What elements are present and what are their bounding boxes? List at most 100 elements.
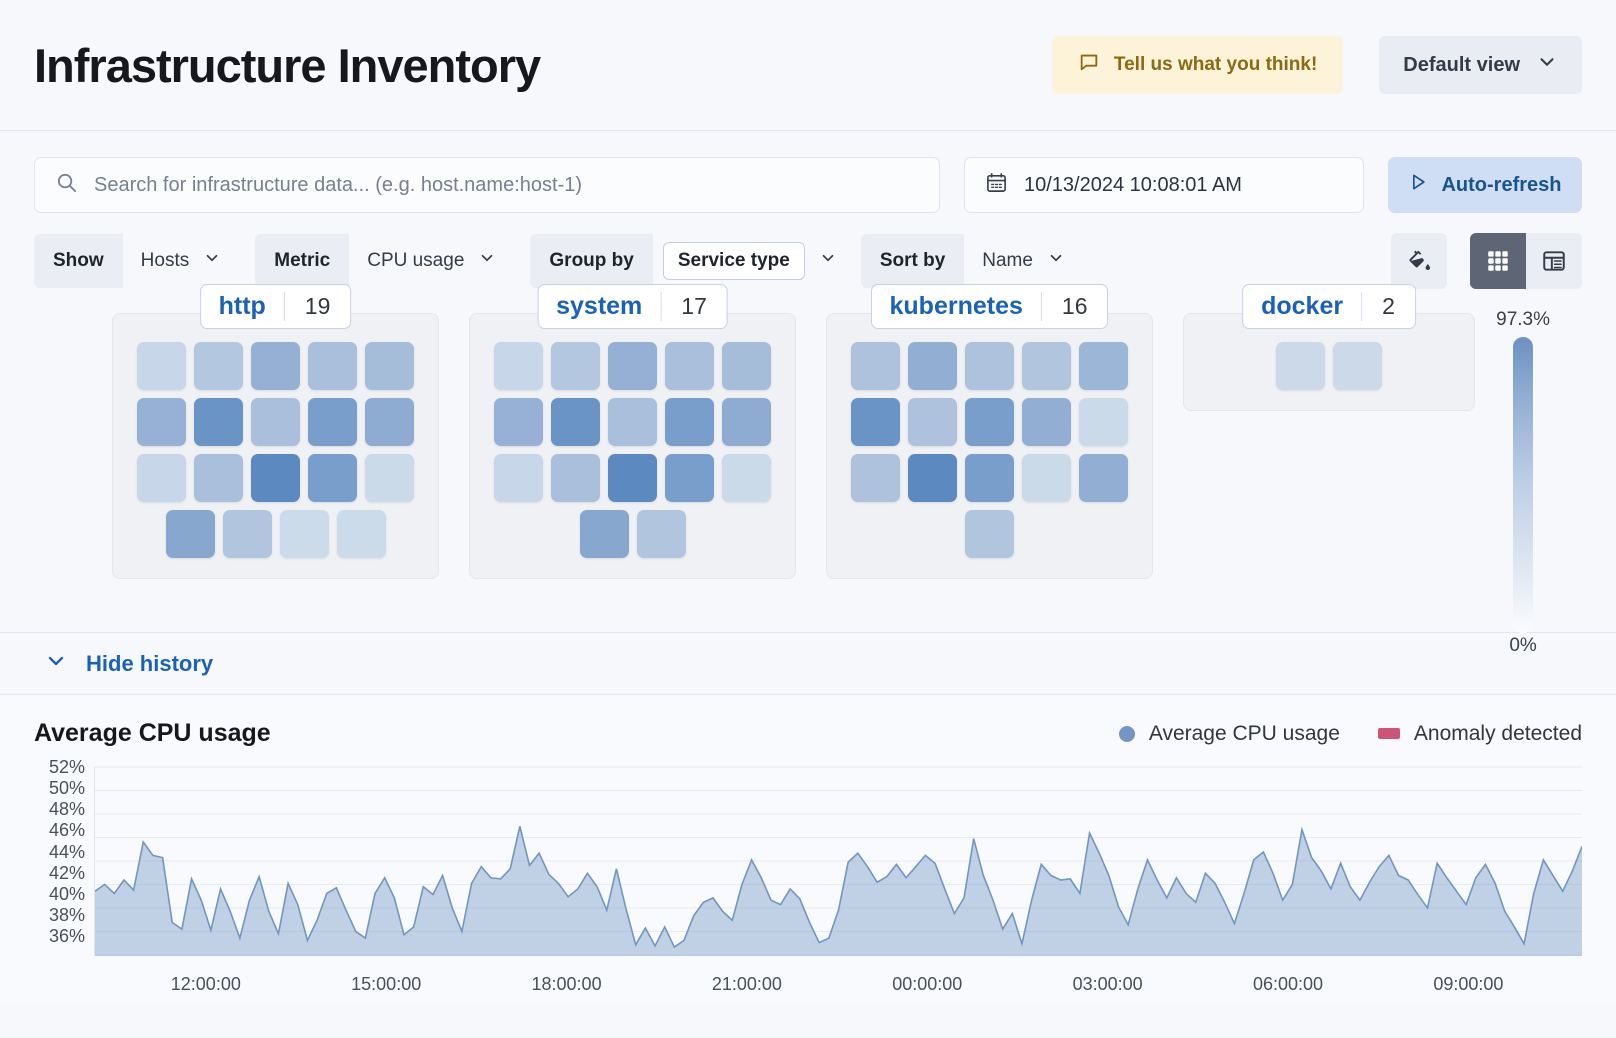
waffle-cell[interactable]: [665, 454, 714, 502]
x-tick-label: 12:00:00: [170, 974, 241, 994]
group-cells-kubernetes: [826, 313, 1153, 579]
waffle-cell[interactable]: [551, 342, 600, 390]
search-placeholder: Search for infrastructure data... (e.g. …: [94, 173, 583, 196]
waffle-row: [137, 342, 414, 390]
waffle-cell[interactable]: [251, 454, 300, 502]
waffle-cell[interactable]: [494, 398, 543, 446]
waffle-cell[interactable]: [722, 398, 771, 446]
waffle-cell[interactable]: [494, 454, 543, 502]
waffle-cell[interactable]: [608, 398, 657, 446]
search-input[interactable]: Search for infrastructure data... (e.g. …: [34, 157, 940, 213]
x-tick-label: 15:00:00: [351, 974, 422, 994]
chart-legend: Average CPU usage Anomaly detected: [1118, 722, 1582, 746]
waffle-cell[interactable]: [965, 454, 1014, 502]
x-tick-label: 21:00:00: [711, 974, 782, 994]
waffle-cell[interactable]: [365, 342, 414, 390]
legend-min-label: 0%: [1509, 635, 1537, 656]
history-toggle-bar: Hide history: [0, 633, 1616, 695]
waffle-cell[interactable]: [636, 510, 686, 558]
default-view-button[interactable]: Default view: [1379, 36, 1582, 94]
waffle-cell[interactable]: [851, 398, 900, 446]
auto-refresh-button[interactable]: Auto-refresh: [1388, 157, 1582, 213]
waffle-row: [494, 342, 771, 390]
waffle-cell[interactable]: [608, 454, 657, 502]
chart-plot-area[interactable]: [94, 766, 1582, 956]
waffle-cell[interactable]: [308, 398, 357, 446]
group-count-label: 16: [1061, 293, 1088, 319]
waffle-cell[interactable]: [336, 510, 386, 558]
filter-metric-select[interactable]: CPU usage: [349, 234, 514, 288]
waffle-cell[interactable]: [965, 510, 1014, 558]
waffle-cell[interactable]: [965, 342, 1014, 390]
waffle-cell[interactable]: [308, 454, 357, 502]
filter-sort-by-select[interactable]: Name: [964, 234, 1083, 288]
waffle-cell[interactable]: [251, 398, 300, 446]
filter-group-by-value: Service type: [662, 242, 805, 280]
legend-item-anomaly-detected[interactable]: Anomaly detected: [1377, 722, 1582, 746]
datepicker-input[interactable]: 10/13/2024 10:08:01 AM: [964, 157, 1364, 213]
waffle-cell[interactable]: [579, 510, 629, 558]
waffle-cell[interactable]: [308, 342, 357, 390]
waffle-cell[interactable]: [908, 342, 957, 390]
waffle-cell[interactable]: [365, 454, 414, 502]
waffle-cell[interactable]: [665, 398, 714, 446]
waffle-cell[interactable]: [137, 342, 186, 390]
waffle-cell[interactable]: [251, 342, 300, 390]
group-cells-http: [112, 313, 439, 579]
waffle-cell[interactable]: [1079, 398, 1128, 446]
waffle-cell[interactable]: [965, 398, 1014, 446]
waffle-cell[interactable]: [722, 342, 771, 390]
waffle-cell[interactable]: [908, 398, 957, 446]
waffle-cell[interactable]: [194, 342, 243, 390]
feedback-button[interactable]: Tell us what you think!: [1051, 36, 1344, 94]
hide-history-button[interactable]: Hide history: [44, 649, 213, 679]
grid-view-icon[interactable]: [1470, 233, 1526, 289]
chevron-down-icon: [1536, 51, 1558, 79]
x-tick-label: 00:00:00: [892, 974, 963, 994]
waffle-cell[interactable]: [137, 454, 186, 502]
filter-show-select[interactable]: Hosts: [123, 234, 240, 288]
waffle-cell[interactable]: [222, 510, 272, 558]
waffle-cell[interactable]: [194, 398, 243, 446]
waffle-cell[interactable]: [665, 342, 714, 390]
waffle-cell[interactable]: [194, 454, 243, 502]
paint-bucket-icon[interactable]: [1391, 233, 1447, 289]
filter-group-by-select[interactable]: Service type: [653, 234, 845, 288]
waffle-cell[interactable]: [551, 398, 600, 446]
group-name-label: system: [538, 292, 662, 321]
filter-show-label: Show: [34, 234, 123, 288]
y-tick-label: 46%: [48, 820, 85, 841]
waffle-cell[interactable]: [551, 454, 600, 502]
waffle-cell[interactable]: [1022, 342, 1071, 390]
waffle-cell[interactable]: [722, 454, 771, 502]
waffle-cell[interactable]: [1022, 454, 1071, 502]
waffle-cell[interactable]: [1276, 342, 1325, 390]
legend-item-average-cpu-usage[interactable]: Average CPU usage: [1118, 722, 1340, 746]
chevron-down-icon: [44, 649, 68, 679]
chevron-down-icon: [203, 249, 221, 273]
waffle-cell[interactable]: [165, 510, 215, 558]
waffle-cell[interactable]: [908, 454, 957, 502]
waffle-cell[interactable]: [365, 398, 414, 446]
waffle-cell[interactable]: [851, 342, 900, 390]
waffle-cell[interactable]: [1022, 398, 1071, 446]
group-count-label: 19: [304, 293, 331, 319]
waffle-cell[interactable]: [851, 454, 900, 502]
waffle-cell[interactable]: [137, 398, 186, 446]
waffle-cell[interactable]: [608, 342, 657, 390]
chevron-down-icon: [1047, 249, 1065, 273]
waffle-cell[interactable]: [494, 342, 543, 390]
waffle-cell[interactable]: [1333, 342, 1382, 390]
waffle-cell[interactable]: [1079, 342, 1128, 390]
table-view-icon[interactable]: [1526, 233, 1582, 289]
waffle-cell[interactable]: [1079, 454, 1128, 502]
waffle-cell[interactable]: [279, 510, 329, 558]
